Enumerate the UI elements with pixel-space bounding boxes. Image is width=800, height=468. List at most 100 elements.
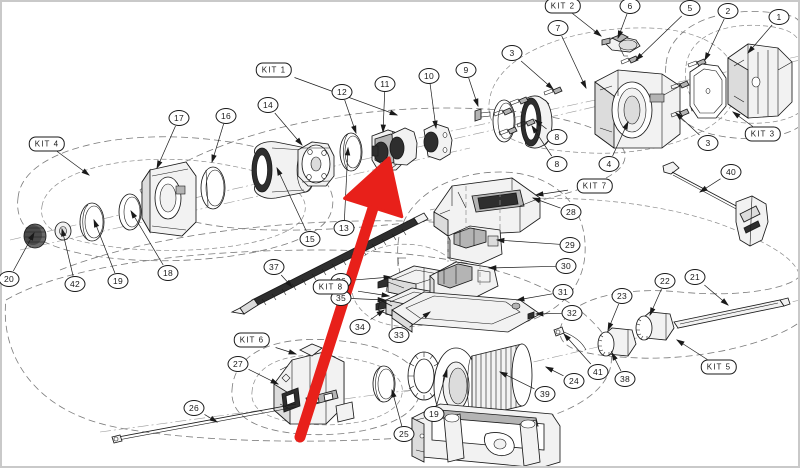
kit-label-kit-1[interactable]: KIT 1 <box>255 62 293 78</box>
part-28-control-pack-cover <box>433 177 541 237</box>
leader-arrowhead-14 <box>295 137 303 146</box>
callout-bubble-1[interactable]: 1 <box>768 9 790 25</box>
callout-bubble-19a[interactable]: 19 <box>107 273 129 289</box>
callout-bubble-32[interactable]: 32 <box>561 305 583 321</box>
callout-bubble-9[interactable]: 9 <box>455 62 477 78</box>
part-19-gear-ring <box>407 351 441 401</box>
callout-bubble-10[interactable]: 10 <box>418 68 440 84</box>
callout-bubble-4[interactable]: 4 <box>598 156 620 172</box>
leader-arrowhead-19a <box>93 218 100 228</box>
leader-arrowhead-13 <box>345 146 351 156</box>
callout-bubble-27[interactable]: 27 <box>227 356 249 372</box>
part-6-solenoid-switch <box>601 33 641 57</box>
callout-bubble-8b[interactable]: 8 <box>546 156 568 172</box>
callout-bubble-26[interactable]: 26 <box>183 400 205 416</box>
leader-arrowhead-3b <box>675 112 684 120</box>
leader-arrowhead-35 <box>377 297 387 303</box>
leader-arrowhead-22 <box>649 307 656 317</box>
leader-arrowhead-kit-3 <box>732 111 741 119</box>
callout-bubble-5[interactable]: 5 <box>679 0 701 16</box>
callout-bubble-25[interactable]: 25 <box>393 426 415 442</box>
callout-bubble-40[interactable]: 40 <box>720 164 742 180</box>
callout-bubble-12[interactable]: 12 <box>331 84 353 100</box>
leader-line-42 <box>61 228 74 277</box>
callout-bubble-21[interactable]: 21 <box>684 269 706 285</box>
part-14-clutch-plate <box>297 141 335 187</box>
leader-arrowhead-32 <box>534 311 544 317</box>
part-2-end-gasket <box>689 63 727 119</box>
leader-arrowhead-18 <box>130 209 138 219</box>
part-13-retaining-ring <box>339 132 363 172</box>
leader-arrowhead-34 <box>376 309 385 317</box>
leader-arrowhead-23 <box>607 322 614 332</box>
part-41-cable-hook-end <box>553 326 587 351</box>
callout-bubble-41[interactable]: 41 <box>587 364 609 380</box>
callout-bubble-13[interactable]: 13 <box>333 220 355 236</box>
callout-bubble-23[interactable]: 23 <box>611 288 633 304</box>
callout-bubble-22[interactable]: 22 <box>654 273 676 289</box>
callout-bubble-29[interactable]: 29 <box>559 237 581 253</box>
callout-bubble-42[interactable]: 42 <box>64 276 86 292</box>
kit-label-kit-5[interactable]: KIT 5 <box>700 359 738 375</box>
callout-bubble-15[interactable]: 15 <box>299 231 321 247</box>
callout-bubble-2[interactable]: 2 <box>717 3 739 19</box>
part-23-gear-hub-a <box>597 327 637 357</box>
leader-arrowhead-30 <box>487 265 497 271</box>
kit-label-kit-3[interactable]: KIT 3 <box>744 126 782 142</box>
leader-arrowhead-5 <box>635 53 644 61</box>
callout-bubble-3a[interactable]: 3 <box>501 45 523 61</box>
leader-arrowhead-kit-6 <box>288 349 298 355</box>
callout-bubble-18[interactable]: 18 <box>157 265 179 281</box>
callout-bubble-11[interactable]: 11 <box>374 76 396 92</box>
part-16-drum-support <box>200 166 226 210</box>
leader-arrowhead-kit-1 <box>389 109 399 116</box>
callout-bubble-16[interactable]: 16 <box>215 108 237 124</box>
red-arrow-head <box>343 156 404 219</box>
leader-arrowhead-42 <box>61 227 67 237</box>
callout-bubble-33[interactable]: 33 <box>388 327 410 343</box>
leader-arrowhead-37 <box>285 279 293 288</box>
kit-4-envelope <box>17 136 334 262</box>
callout-bubble-31[interactable]: 31 <box>552 284 574 300</box>
callout-bubble-20[interactable]: 20 <box>0 271 20 287</box>
kit-label-kit-6[interactable]: KIT 6 <box>233 332 271 348</box>
callout-bubble-3b[interactable]: 3 <box>697 135 719 151</box>
callout-bubble-34[interactable]: 34 <box>349 319 371 335</box>
leader-arrowhead-26 <box>209 415 219 423</box>
leader-arrowhead-kit-2 <box>593 29 602 37</box>
leader-arrowhead-40 <box>699 185 708 193</box>
part-40-remote-control <box>662 161 769 247</box>
callout-bubble-39[interactable]: 39 <box>534 386 556 402</box>
part-21-wire-rope <box>673 297 791 329</box>
leader-arrowhead-kit-5 <box>676 339 685 347</box>
callout-bubble-14[interactable]: 14 <box>257 97 279 113</box>
leader-arrowhead-25 <box>391 388 397 398</box>
callout-bubble-17[interactable]: 17 <box>168 110 190 126</box>
callout-bubble-28[interactable]: 28 <box>560 204 582 220</box>
kit-label-kit-8[interactable]: KIT 8 <box>312 279 350 295</box>
callout-bubble-7[interactable]: 7 <box>547 20 569 36</box>
leader-arrowhead-10 <box>432 120 438 130</box>
red-highlight-arrow <box>294 156 404 443</box>
leader-arrowhead-27 <box>270 378 280 385</box>
part-1-end-housing <box>727 43 793 119</box>
leader-arrowhead-41 <box>563 333 571 342</box>
kit-label-kit-7[interactable]: KIT 7 <box>576 178 614 194</box>
leader-line-17 <box>156 125 176 169</box>
callout-bubble-19b[interactable]: 19 <box>423 406 445 422</box>
leader-line-30 <box>488 265 556 269</box>
callout-bubble-8a[interactable]: 8 <box>546 129 568 145</box>
kit-label-kit-4[interactable]: KIT 4 <box>28 136 66 152</box>
part-30-relay-board <box>429 261 499 301</box>
callout-bubble-30[interactable]: 30 <box>555 258 577 274</box>
callout-bubble-38[interactable]: 38 <box>614 371 636 387</box>
leader-arrowhead-17 <box>156 160 163 170</box>
callout-bubble-37[interactable]: 37 <box>263 259 285 275</box>
callout-bubble-6[interactable]: 6 <box>619 0 641 14</box>
callout-bubble-24[interactable]: 24 <box>563 373 585 389</box>
part-5-screw-long <box>620 55 639 65</box>
kit-label-kit-2[interactable]: KIT 2 <box>544 0 582 14</box>
